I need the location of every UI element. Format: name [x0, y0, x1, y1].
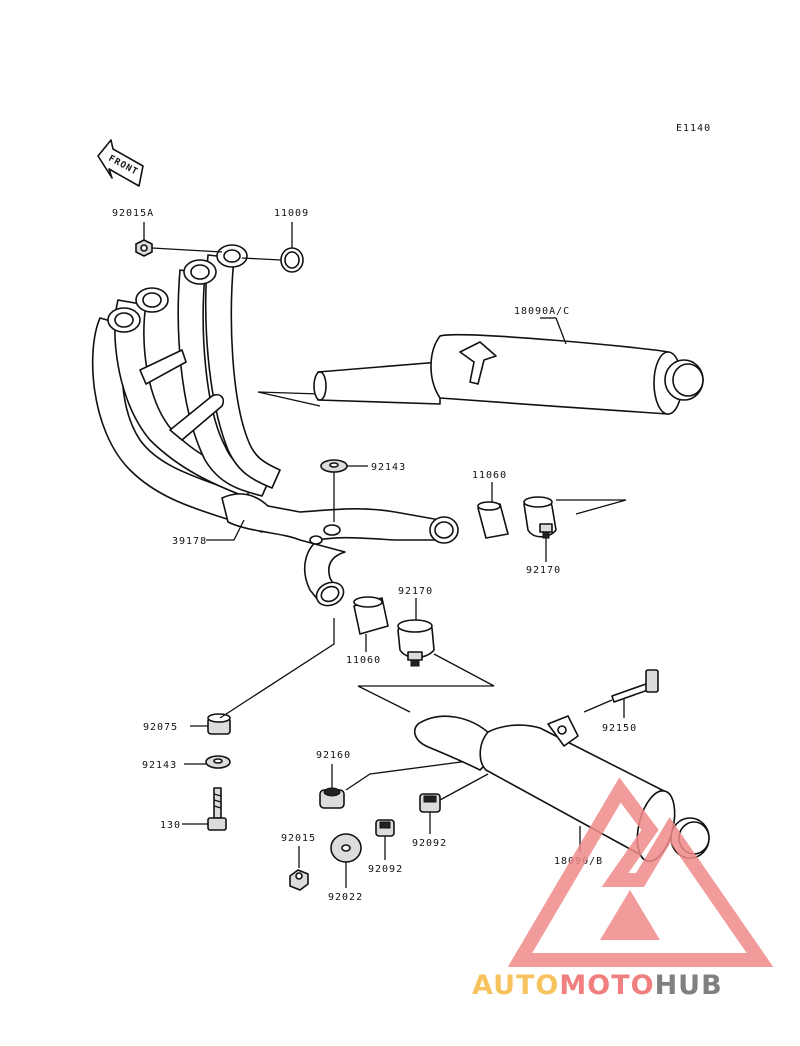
logo-text: AUTOMOTOHUB: [472, 970, 723, 1001]
label-92143-top: 92143: [371, 462, 406, 473]
label-92092-b: 92092: [412, 838, 447, 849]
damper-92075: [207, 713, 231, 735]
label-11009: 11009: [274, 208, 309, 219]
washer-92143-bottom: [205, 755, 231, 769]
sleeve-11060-top: [477, 501, 509, 539]
label-130: 130: [160, 820, 181, 831]
diagram-code: E1140: [676, 123, 711, 134]
label-92143-bottom: 92143: [142, 760, 177, 771]
label-92170-mid: 92170: [398, 586, 433, 597]
clamp-92170-right: [523, 496, 557, 539]
gasket-11009: [280, 247, 304, 273]
grommet-92092-b: [419, 793, 441, 813]
label-92022: 92022: [328, 892, 363, 903]
muffler-18090ac: [257, 334, 704, 415]
automotohub-logo: AUTOMOTOHUB: [472, 777, 774, 1001]
label-18090ac: 18090A/C: [514, 306, 570, 317]
grommet-92092-a: [375, 819, 395, 837]
washer-92022: [330, 833, 362, 863]
exhaust-header-pipes: [91, 244, 459, 607]
front-arrow-icon: FRONT: [97, 139, 144, 187]
damper-92160: [319, 787, 345, 809]
label-92092-a: 92092: [368, 864, 403, 875]
label-39178: 39178: [172, 536, 207, 547]
label-92015: 92015: [281, 833, 316, 844]
bolt-92150: [611, 669, 659, 703]
label-92075: 92075: [143, 722, 178, 733]
washer-92143-top: [320, 459, 348, 473]
label-92160: 92160: [316, 750, 351, 761]
nut-92015: [289, 869, 309, 891]
label-92170-right: 92170: [526, 565, 561, 576]
label-11060-mid: 11060: [346, 655, 381, 666]
label-92150: 92150: [602, 723, 637, 734]
label-92015a: 92015A: [112, 208, 154, 219]
nut-92015a: [135, 239, 153, 257]
clamp-92170-mid: [397, 619, 435, 667]
label-11060-top: 11060: [472, 470, 507, 481]
bolt-130: [207, 787, 227, 831]
sleeve-11060-mid: [353, 596, 389, 635]
